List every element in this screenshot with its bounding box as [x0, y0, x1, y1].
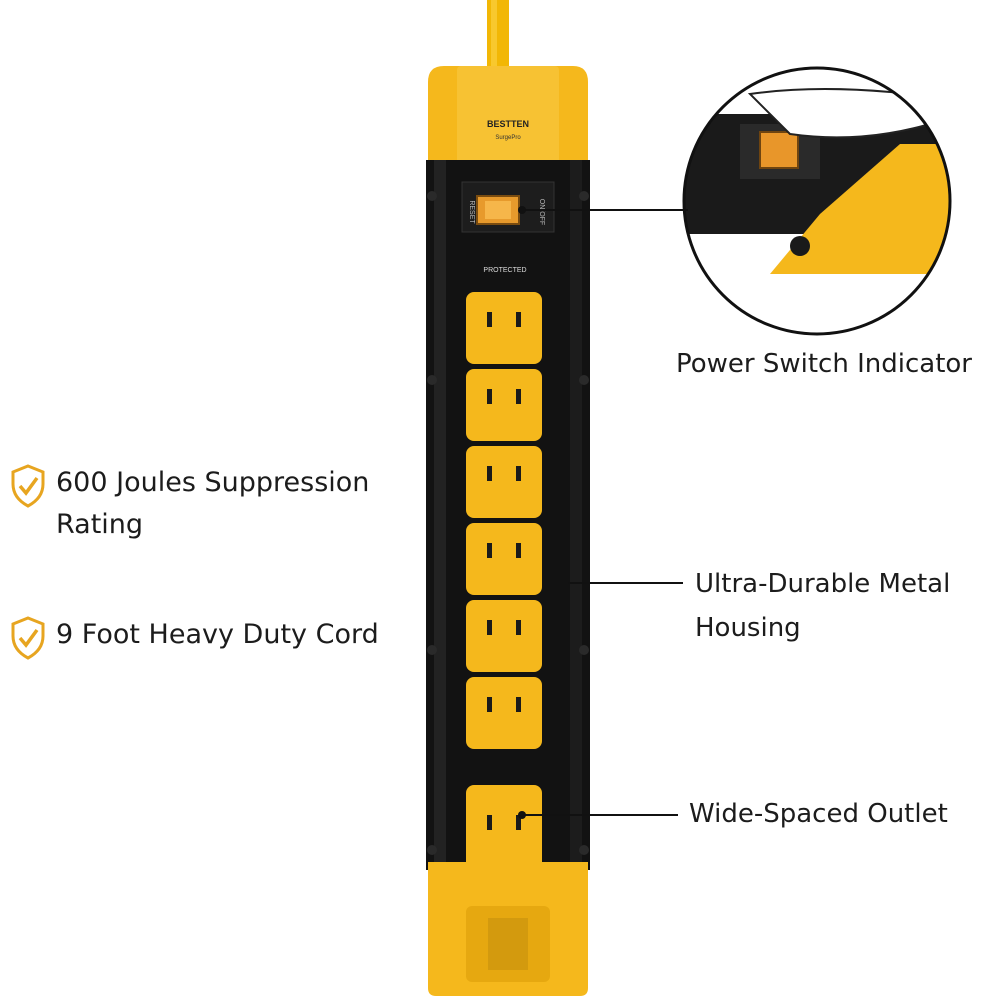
shield-check-icon	[11, 616, 45, 660]
power-cord	[487, 0, 509, 75]
outlet[interactable]	[466, 369, 542, 441]
switch-callout-line	[522, 209, 688, 211]
feature-text: 600 Joules Suppression Rating	[56, 467, 370, 540]
switch-magnifier	[682, 66, 952, 336]
model-logo: SurgePro	[495, 135, 521, 141]
feature-text: 9 Foot Heavy Duty Cord	[56, 619, 379, 650]
outlet[interactable]	[466, 785, 542, 877]
feature-joules: 600 Joules Suppression Rating	[10, 462, 400, 546]
outlet[interactable]	[466, 292, 542, 364]
housing-callout-label: Ultra-Durable Metal Housing	[695, 569, 951, 643]
housing-callout-line	[568, 582, 683, 584]
protected-label: PROTECTED	[483, 267, 526, 274]
onoff-label: ON/OFF	[538, 199, 545, 225]
feature-cord: 9 Foot Heavy Duty Cord	[10, 614, 430, 660]
outlet-callout-line	[522, 814, 678, 816]
outlet-callout-dot	[518, 811, 526, 819]
shield-check-icon	[11, 464, 45, 508]
reset-label: RESET	[468, 200, 475, 224]
outlet[interactable]	[466, 600, 542, 672]
outlet[interactable]	[466, 677, 542, 749]
outlet-callout-label: Wide-Spaced Outlet	[689, 799, 948, 829]
brand-logo: BESTTEN	[487, 119, 529, 129]
switch-callout-dot	[518, 206, 526, 214]
outlet-group	[466, 292, 542, 877]
switch-callout-label: Power Switch Indicator	[676, 349, 972, 379]
outlet[interactable]	[466, 523, 542, 595]
outlet[interactable]	[466, 446, 542, 518]
